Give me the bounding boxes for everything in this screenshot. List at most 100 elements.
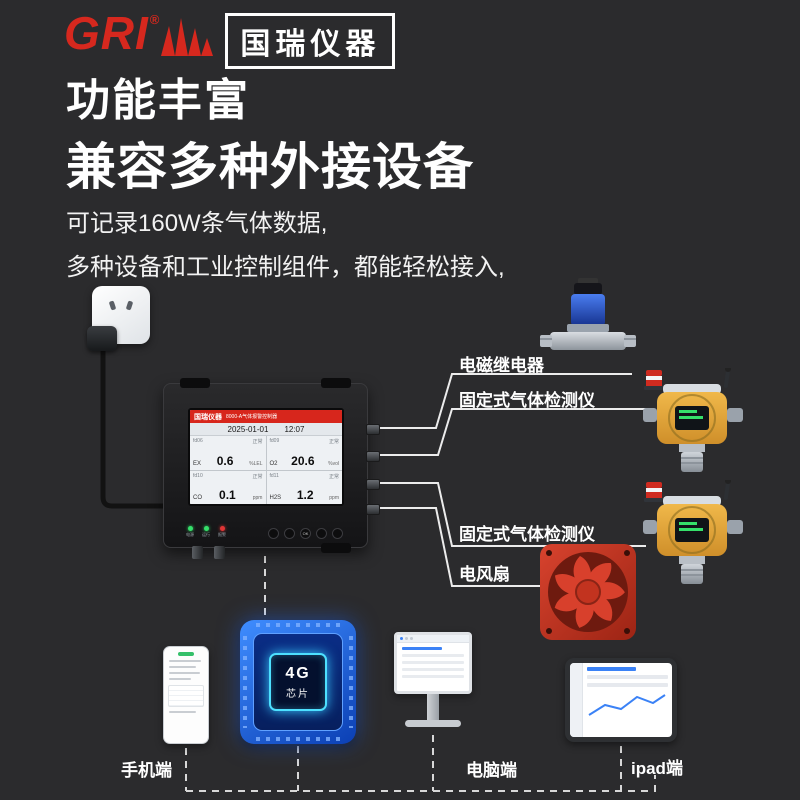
cable-gland	[366, 504, 380, 515]
detector-bottom-label: 固定式气体检测仪	[459, 525, 595, 544]
down-button	[332, 528, 343, 539]
screen-line	[402, 647, 442, 650]
channel-status: 正常	[252, 439, 263, 445]
desktop-monitor	[394, 632, 472, 727]
tablet-chart	[588, 694, 666, 716]
gas-detector-bottom-image	[643, 480, 743, 584]
run-led	[203, 526, 209, 531]
screen-line	[169, 711, 196, 713]
tablet-mockup	[565, 658, 677, 742]
up-button	[268, 528, 279, 539]
body-line-1: 可记录160W条气体数据,	[66, 210, 328, 237]
chip-label-cn: 芯片	[286, 688, 310, 700]
cable-gland	[366, 451, 380, 462]
chip-pins	[243, 636, 247, 728]
channel-value: 20.6	[291, 453, 315, 468]
detector-top-label: 固定式气体检测仪	[459, 391, 595, 410]
left-button	[284, 528, 295, 539]
socket-slot	[125, 300, 134, 311]
chip-label-4g: 4G	[285, 664, 311, 682]
socket-slot	[108, 300, 117, 311]
power-led	[187, 526, 193, 531]
chip-pins	[256, 623, 340, 627]
channel-id: fd09	[269, 438, 280, 444]
registered-mark-icon: ®	[149, 12, 160, 27]
controller-buttons: OK	[268, 528, 343, 539]
ipad-label: ipad端	[631, 759, 683, 778]
screen-line	[402, 675, 464, 678]
monitor-screen	[394, 632, 472, 694]
screen-line	[587, 667, 636, 671]
channel-value: 0.1	[219, 488, 236, 502]
channel-unit: ppm	[252, 495, 263, 501]
controller-model: 8000-A气体报警控制器	[226, 414, 278, 420]
channel-id: fd10	[193, 472, 203, 479]
screen-line	[169, 666, 196, 668]
controller-date: 2025-01-01	[227, 424, 269, 434]
brand-name: 国瑞仪器	[240, 28, 381, 61]
led-label: 电源	[186, 532, 194, 537]
screen-line	[169, 672, 200, 674]
channel-gas: CO	[193, 495, 202, 501]
gas-alarm-controller: 国瑞仪器 8000-A气体报警控制器 2025-01-01 12:07 fd06…	[163, 378, 380, 559]
screen-line	[402, 661, 464, 664]
gas-detector-top-image	[643, 368, 743, 472]
cable-gland	[366, 479, 380, 490]
channel-grid: fd06 正常 EX 0.6 %LEL fd09 正常 O2	[190, 436, 342, 504]
chip-pins	[256, 737, 340, 741]
phone-table	[168, 685, 204, 707]
channel-status: 正常	[252, 473, 263, 480]
mounting-ear	[180, 378, 210, 388]
led-label: 运行	[202, 532, 210, 537]
screen-line	[402, 654, 464, 657]
channel-gas: EX	[193, 460, 202, 467]
solenoid-valve-image	[540, 278, 636, 350]
fan-label: 电风扇	[459, 565, 510, 584]
chip-4g: 4G 芯片	[240, 620, 356, 744]
mounting-ear	[321, 378, 351, 388]
channel-unit: %LEL	[249, 460, 263, 467]
phone-header-bar	[178, 652, 194, 656]
brand-name-box: 国瑞仪器	[225, 13, 396, 69]
brand-logo-text: GRI	[64, 7, 149, 59]
monitor-base	[405, 720, 461, 727]
channel-id: fd11	[269, 472, 279, 479]
relay-label: 电磁继电器	[459, 356, 544, 375]
screen-line	[587, 683, 668, 687]
channel-id: fd06	[193, 438, 203, 444]
mounting-ear	[321, 543, 351, 553]
monitor-toolbar	[397, 635, 469, 643]
channel-cell: fd06 正常 EX 0.6 %LEL	[190, 436, 266, 470]
fan-image	[540, 544, 636, 640]
body-line-2: 多种设备和工业控制组件，都能轻松接入,	[66, 254, 505, 281]
channel-value: 1.2	[296, 488, 314, 502]
channel-cell: fd09 正常 O2 20.6 %vol	[266, 436, 342, 470]
pc-label: 电脑端	[466, 761, 517, 780]
screen-line	[402, 668, 464, 671]
alarm-led	[219, 526, 225, 531]
chip-pins	[349, 636, 353, 728]
channel-gas: O2	[269, 460, 278, 467]
right-button	[316, 528, 327, 539]
status-leds: 电源 运行 报警	[186, 526, 226, 538]
screen-line	[169, 660, 202, 662]
controller-screen-header: 国瑞仪器 8000-A气体报警控制器	[190, 410, 342, 423]
screen-line	[169, 678, 191, 680]
controller-brand: 国瑞仪器	[194, 413, 222, 421]
headline-1: 功能丰富	[66, 76, 250, 125]
cable-gland	[192, 546, 203, 559]
channel-status: 正常	[328, 473, 339, 480]
tablet-screen	[583, 663, 672, 737]
channel-cell: fd10 正常 CO 0.1 ppm	[190, 470, 266, 504]
channel-unit: ppm	[329, 495, 339, 501]
tablet-sidebar	[570, 663, 583, 737]
cable-gland	[366, 424, 380, 435]
monitor-stand	[427, 694, 439, 720]
cable-gland	[214, 546, 225, 559]
power-socket	[87, 286, 150, 351]
controller-datetime: 2025-01-01 12:07	[190, 423, 342, 436]
ok-button: OK	[300, 528, 311, 539]
channel-cell: fd11 正常 H2S 1.2 ppm	[266, 470, 342, 504]
screen-line	[587, 675, 668, 679]
